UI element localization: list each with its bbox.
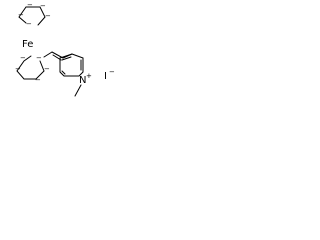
chemical-structure-diagram: − − − − − Fe − − − − − N + I − [15,1,115,97]
iron-atom-label: Fe [22,39,33,50]
linker-bond-1 [43,51,53,58]
top-cyclopentadienyl-ring: − − − − − [18,1,51,28]
top-ring-charge-4: − [27,1,33,9]
pyridinium-ring [59,53,84,77]
n-methyl-bond [74,84,82,97]
pyridinium-nitrogen-label: N [79,75,86,86]
vinyl-linker [43,51,73,61]
pyridinium-ring-bonds [59,53,84,77]
bottom-cyclopentadienyl-ring: − − − − − [15,54,50,84]
top-ring-charge-1: − [40,2,46,10]
bottom-ring-charge-2: − [44,65,50,73]
pyridinium-inner-bond-2 [61,56,72,61]
linker-double-bond-outer [51,51,64,59]
bottom-ring-charge-5: − [20,54,26,62]
iodide-ion-label: I [104,71,107,82]
pyridinium-positive-charge: + [86,72,92,80]
top-ring-charge-3: − [18,11,24,19]
bottom-ring-charge-1: − [36,54,42,62]
pyridinium-inner-bond-3 [61,70,66,75]
top-ring-charge-5: − [26,20,32,28]
bottom-ring-charge-4: − [35,76,41,84]
bottom-ring-charge-3: − [15,65,21,73]
top-ring-charge-2: − [45,12,51,20]
top-ring-bonds [18,6,46,26]
iodide-negative-charge: − [109,68,115,76]
bottom-ring-bonds [16,55,45,80]
